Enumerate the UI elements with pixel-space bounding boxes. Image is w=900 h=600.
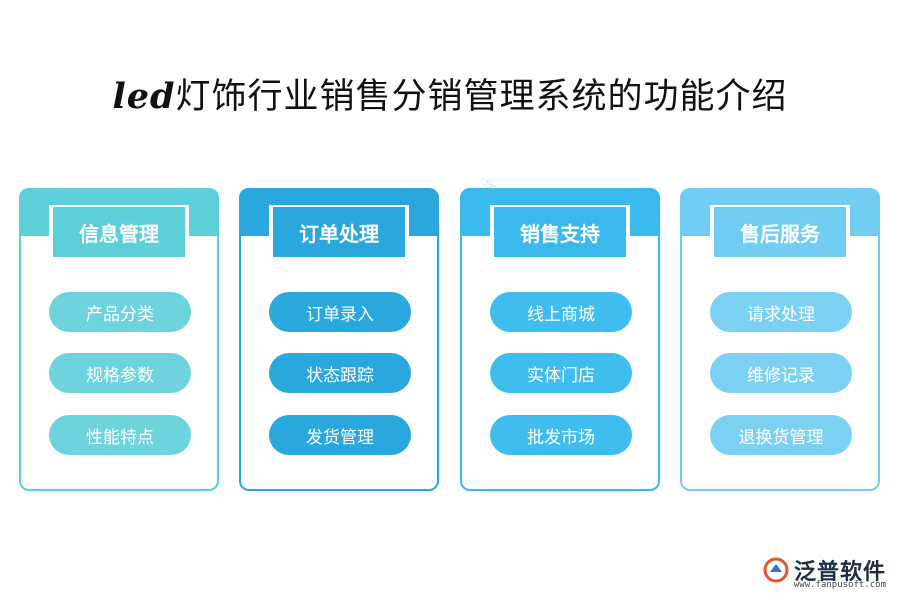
card-header-label: 售后服务	[714, 207, 846, 257]
feature-item: 批发市场	[490, 415, 632, 455]
feature-item: 性能特点	[49, 415, 191, 455]
card-header: 销售支持	[490, 205, 630, 261]
feature-card: 信息管理产品分类规格参数性能特点	[19, 188, 219, 491]
page-title: led灯饰行业销售分销管理系统的功能介绍	[0, 68, 900, 119]
card-header: 信息管理	[49, 205, 189, 261]
feature-card: 售后服务请求处理维修记录退换货管理	[680, 188, 880, 491]
feature-item: 维修记录	[710, 353, 852, 393]
brand-name: 泛普软件	[793, 560, 886, 585]
card-header-label: 信息管理	[53, 207, 185, 257]
brand-url: www.fanpusoft.com	[793, 580, 886, 590]
card-header: 售后服务	[710, 205, 850, 261]
title-main: 灯饰行业销售分销管理系统的功能介绍	[175, 77, 788, 117]
feature-item: 请求处理	[710, 292, 852, 332]
card-header-label: 订单处理	[273, 207, 405, 257]
card-header-label: 销售支持	[494, 207, 626, 257]
feature-item: 线上商城	[490, 292, 632, 332]
title-prefix: led	[112, 76, 176, 117]
brand-mark-icon	[763, 557, 789, 583]
feature-item: 退换货管理	[710, 415, 852, 455]
feature-item: 订单录入	[269, 292, 411, 332]
feature-item: 产品分类	[49, 292, 191, 332]
feature-card: 销售支持线上商城实体门店批发市场	[460, 188, 660, 491]
feature-item: 状态跟踪	[269, 353, 411, 393]
feature-item: 发货管理	[269, 415, 411, 455]
feature-card: 订单处理订单录入状态跟踪发货管理	[239, 188, 439, 491]
feature-item: 规格参数	[49, 353, 191, 393]
card-header: 订单处理	[269, 205, 409, 261]
feature-item: 实体门店	[490, 353, 632, 393]
brand-logo: 泛普软件 www.fanpusoft.com	[762, 554, 886, 590]
